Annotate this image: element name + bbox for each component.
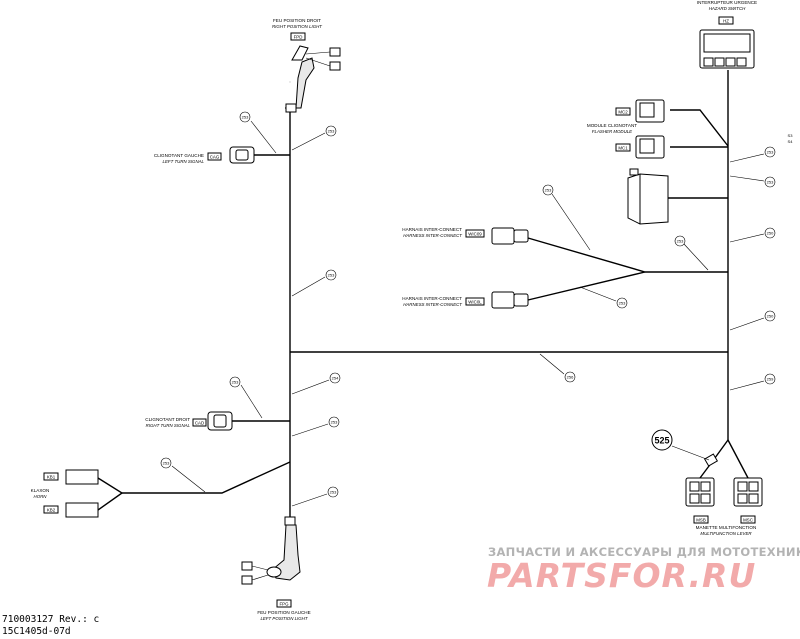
main-harness-trunk [289, 70, 729, 520]
horn-label-fr: KLAXON [31, 488, 50, 493]
ref-18: 253 [619, 301, 626, 306]
reference-bubbles: 253 253 253 253 254 253 253 253 253 253 … [160, 81, 776, 507]
flasher-label-en: FLASHER MODULE [592, 129, 632, 134]
horn-code-2: KB2 [47, 508, 56, 513]
harness-inter-connect: HARNAIS INTER-CONNECT HARNESS INTER-CONN… [402, 227, 728, 309]
inter2-label-fr: HARNAIS INTER-CONNECT [402, 296, 462, 301]
multi-label-en: MULTIFUNCTION LEVER [700, 531, 752, 536]
ref-5: 253 [767, 180, 774, 185]
inter1-label-en: HARNESS INTER-CONNECT [403, 233, 462, 238]
right-position-light: FEU POSITION DROIT RIGHT POSITION LIGHT … [272, 18, 341, 113]
document-id: 710003127 Rev.: c [2, 614, 100, 625]
side-code-s4: S4 [788, 139, 794, 144]
inter2-label-en: HARNESS INTER-CONNECT [403, 302, 462, 307]
multi-label-fr: MANETTE MULTIFONCTION [696, 525, 757, 530]
document-subid: 15C1405d-07d [2, 626, 71, 637]
ref-6: 253 [767, 150, 774, 155]
left-turn-label-en: LEFT TURN SIGNAL [163, 159, 205, 164]
left-turn-signal: CLIGNOTANT GAUCHE LEFT TURN SIGNAL CAG [154, 146, 290, 164]
flasher-module: MC2 MC1 MODULE CLIGNOTANT FLASHER MODULE… [587, 99, 794, 159]
flasher-label-fr: MODULE CLIGNOTANT [587, 123, 637, 128]
ref-2: 253 [328, 129, 335, 134]
ref-13: 256 [567, 375, 574, 380]
right-turn-label-en: RIGHT TURN SIGNAL [146, 423, 191, 428]
ref-11: 253 [330, 490, 337, 495]
horn-label-en: HORN [34, 494, 48, 499]
ref-10: 253 [163, 461, 170, 466]
side-code-s3: S3 [788, 133, 794, 138]
right-turn-signal: CLIGNOTANT DROIT RIGHT TURN SIGNAL CAD [145, 411, 290, 431]
fpg-code: FPG [279, 602, 289, 607]
right-turn-code: CAD [195, 421, 204, 426]
left-position-light: FPG FEU POSITION GAUCHE LEFT POSITION LI… [241, 516, 311, 621]
inter1-code: WIC09 [468, 232, 482, 237]
horn-code-1: KB1 [47, 475, 56, 480]
ref-1: 253 [242, 115, 249, 120]
fpg-label-fr: FEU POSITION GAUCHE [257, 610, 310, 615]
watermark-tagline: ЗАПЧАСТИ И АКСЕССУАРЫ ДЛЯ МОТОТЕХНИКИ [488, 545, 800, 559]
flasher-code-1: MC2 [618, 110, 628, 115]
multifunction-lever: MSB MSC MANETTE MULTIFONCTION MULTIFUNCT… [651, 429, 763, 536]
ref-12: 253 [677, 239, 684, 244]
hazard-code: HZ [723, 19, 729, 24]
ref-14: 250 [767, 231, 774, 236]
ref-9: 253 [331, 420, 338, 425]
watermark-logo: PARTSFOR.RU [487, 556, 757, 595]
hazard-label-en: HAZARD SWITCH [709, 6, 746, 11]
callout-525: 525 [654, 436, 669, 446]
ref-17: 253 [545, 188, 552, 193]
ref-8: 254 [332, 376, 339, 381]
fpg-label-en: LEFT POSITION LIGHT [260, 616, 307, 621]
ref-15: 250 [767, 314, 774, 319]
multi-code-2: MSC [743, 518, 753, 523]
left-turn-label-fr: CLIGNOTANT GAUCHE [154, 153, 204, 158]
horn: KB1 KB2 KLAXON HORN [31, 461, 291, 518]
fpd-label-en: RIGHT POSITION LIGHT [272, 24, 322, 29]
right-turn-label-fr: CLIGNOTANT DROIT [145, 417, 190, 422]
inter2-code: WIC0L [468, 300, 482, 305]
fpd-code: FPD [294, 35, 303, 40]
hazard-label-fr: INTERRUPTEUR URGENCE [697, 0, 757, 5]
ref-3: 253 [328, 273, 335, 278]
left-turn-code: CAG [210, 155, 220, 160]
flasher-code-2: MC1 [618, 146, 628, 151]
relay-box [627, 168, 728, 225]
ref-16: 259 [767, 377, 774, 382]
inter1-label-fr: HARNAIS INTER-CONNECT [402, 227, 462, 232]
multi-code-1: MSB [696, 518, 706, 523]
fpd-label-fr: FEU POSITION DROIT [273, 18, 321, 23]
hazard-switch: INTERRUPTEUR URGENCE HAZARD SWITCH HZ [697, 0, 757, 69]
ref-4: 253 [232, 380, 239, 385]
